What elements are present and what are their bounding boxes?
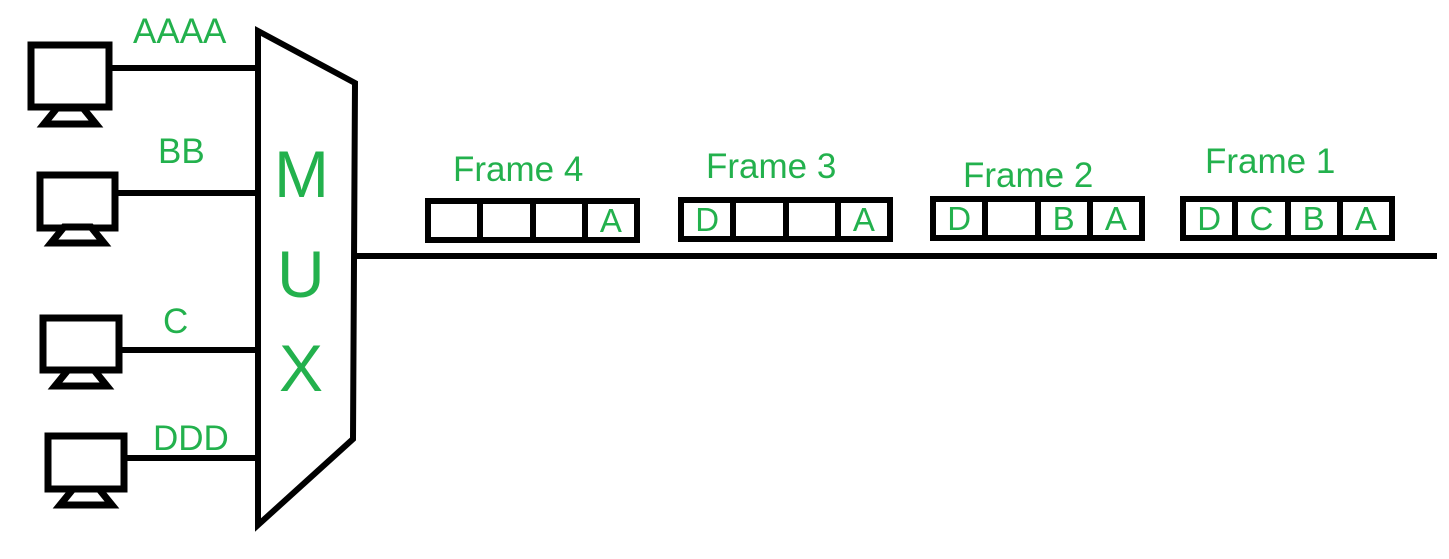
mux-label-u: U (277, 237, 325, 311)
input-label-4: DDD (153, 419, 229, 458)
frame4-title: Frame 4 (453, 150, 584, 189)
frame1-slot-4: A (1336, 202, 1389, 235)
frame2-title: Frame 2 (963, 156, 1094, 195)
frame1-title: Frame 1 (1205, 142, 1336, 181)
mux-label-x: X (279, 331, 324, 405)
frame3-slot-4: A (834, 203, 887, 236)
computer-monitor-icon (39, 314, 123, 390)
frame3-slot-2 (730, 203, 782, 236)
frame-4: A (425, 198, 640, 243)
frame1-slot-2: C (1232, 202, 1284, 235)
frame-3: D A (678, 197, 893, 242)
computer-monitor-icon (27, 41, 113, 128)
frame3-slot-3 (782, 203, 835, 236)
input-label-1: AAAA (133, 12, 227, 51)
frame2-slot-4: A (1086, 202, 1139, 235)
frame1-slot-3: B (1284, 202, 1337, 235)
frame4-slot-1 (431, 204, 477, 237)
frame4-slot-4: A (581, 204, 634, 237)
frame3-slot-1: D (695, 201, 720, 238)
frame2-slot-3: B (1034, 202, 1087, 235)
frame4-slot-3 (529, 204, 582, 237)
input-label-2: BB (158, 132, 205, 171)
mux-label-m: M (274, 137, 329, 211)
frame2-slot-2 (982, 202, 1034, 235)
frame-2: D B A (930, 196, 1145, 241)
input-label-3: C (163, 302, 189, 341)
mux-shape (255, 25, 359, 532)
frame3-title: Frame 3 (706, 147, 837, 186)
frame2-slot-1: D (947, 200, 972, 237)
frame1-slot-1: D (1197, 200, 1222, 237)
frame4-slot-2 (477, 204, 529, 237)
computer-monitor-icon (44, 432, 128, 509)
computer-monitor-icon (36, 171, 119, 247)
frame-1: D C B A (1180, 196, 1395, 241)
